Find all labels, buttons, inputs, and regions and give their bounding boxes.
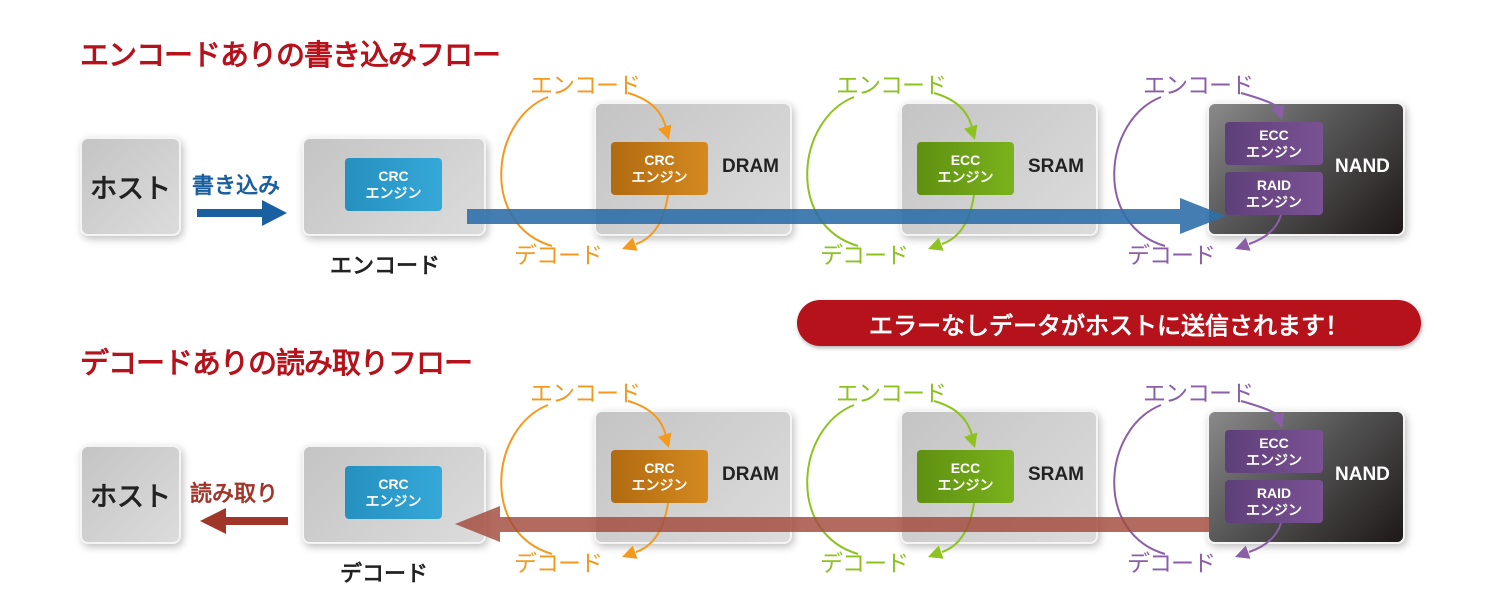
read_flow-sram-decode-arrow xyxy=(941,502,975,553)
engine-label: CRC xyxy=(378,167,409,184)
read_flow-title: デコードありの読み取りフロー xyxy=(80,346,473,380)
read-data-arrow xyxy=(455,506,1210,542)
success-banner: エラーなしデータがホストに送信されます！ xyxy=(797,300,1421,346)
write_flow-dram-encode-arrowhead xyxy=(658,124,672,140)
write_flow-title: エンコードありの書き込みフロー xyxy=(80,38,501,72)
write_flow-sram-encode-arrow xyxy=(933,92,973,129)
write_flow-dram-cycle-arc xyxy=(500,96,553,247)
write_flow-action-label: 書き込み xyxy=(192,174,281,199)
read_flow-dram-encode-label: エンコード xyxy=(530,381,641,407)
write_flow-sram-decode-arrow xyxy=(941,194,975,245)
write_flow-nand-decode-arrow xyxy=(1248,214,1282,245)
write_flow-sram-decode-arrowhead xyxy=(928,237,944,251)
write_flow-sram-label: SRAM xyxy=(1028,156,1084,177)
read_flow-sram-label: SRAM xyxy=(1028,464,1084,485)
write_flow-dram-label: DRAM xyxy=(722,156,779,177)
read_flow-nand-decode-arrow xyxy=(1248,522,1282,553)
engine-label: エンジン xyxy=(937,168,994,185)
read_flow-host-box: ホスト xyxy=(80,445,181,544)
engine-label: エンジン xyxy=(365,184,422,201)
write_flow-nand-encode-label: エンコード xyxy=(1143,73,1254,99)
read_flow-sram-decode-label: デコード xyxy=(820,551,909,577)
write-data-arrow xyxy=(467,198,1226,234)
write_flow-nand-decode-label: デコード xyxy=(1127,243,1216,269)
write_flow-dram-encode-arrow xyxy=(627,92,667,129)
read_flow-dram-decode-arrowhead xyxy=(622,545,638,559)
read_flow-stage-label: デコード xyxy=(340,562,429,587)
write_flow-sram-decode-label: デコード xyxy=(820,243,909,269)
engine-label: エンジン xyxy=(1246,501,1302,518)
write_flow-stage-label: エンコード xyxy=(330,254,441,279)
write_flow-dram-encode-label: エンコード xyxy=(530,73,641,99)
write-host-arrow xyxy=(197,200,287,226)
read_flow-dram-label: DRAM xyxy=(722,464,779,485)
read_flow-dram-decode-label: デコード xyxy=(514,551,603,577)
write_flow-sram-encode-arrowhead xyxy=(964,124,978,140)
read_flow-action-label: 読み取り xyxy=(190,482,279,507)
write_flow-nand-encode-arrowhead xyxy=(1271,104,1285,120)
engine-label: RAID xyxy=(1256,484,1292,501)
read_flow-sram-decode-arrowhead xyxy=(928,545,944,559)
engine-label: エンジン xyxy=(1246,193,1302,210)
read_flow-sram-encode-label: エンコード xyxy=(836,381,947,407)
read_flow-dram-encode-arrow xyxy=(627,400,667,437)
write_flow-nand-cycle-arc xyxy=(1113,96,1166,247)
read_flow-nand-encode-label: エンコード xyxy=(1143,381,1254,407)
engine-label: ECC xyxy=(1259,126,1289,143)
write_flow-dram-decode-arrowhead xyxy=(622,237,638,251)
write_flow-dram-decode-label: デコード xyxy=(514,243,603,269)
write_flow-dram-decode-arrow xyxy=(635,194,669,245)
read_flow-dram-encode-arrowhead xyxy=(658,432,672,448)
read_flow-sram-encode-arrow xyxy=(933,400,973,437)
read_flow-nand-encode-arrowhead xyxy=(1271,412,1285,428)
engine-label: CRC xyxy=(644,459,675,476)
engine-label: ECC xyxy=(950,151,981,168)
write_flow-sram-encode-label: エンコード xyxy=(836,73,947,99)
write_flow-nand-encode-arrow xyxy=(1240,92,1280,109)
engine-label: ECC xyxy=(1259,434,1289,451)
engine-label: エンジン xyxy=(631,168,688,185)
engine-label: エンジン xyxy=(365,492,422,509)
engine-label: エンジン xyxy=(1246,451,1302,468)
read_flow-dram-cycle-arc xyxy=(500,404,553,555)
write_flow-nand-label: NAND xyxy=(1335,156,1390,177)
engine-label: エンジン xyxy=(937,476,994,493)
engine-label: ECC xyxy=(950,459,981,476)
read_flow-dram-decode-arrow xyxy=(635,502,669,553)
read-host-arrow xyxy=(200,508,288,534)
read_flow-nand-encode-arrow xyxy=(1240,400,1280,417)
read_flow-nand-label: NAND xyxy=(1335,464,1390,485)
read_flow-sram-cycle-arc xyxy=(806,404,859,555)
write_flow-nand-decode-arrowhead xyxy=(1235,237,1251,251)
engine-label: CRC xyxy=(378,475,409,492)
engine-label: エンジン xyxy=(631,476,688,493)
engine-label: エンジン xyxy=(1246,143,1302,160)
engine-label: CRC xyxy=(644,151,675,168)
read_flow-nand-decode-arrowhead xyxy=(1235,545,1251,559)
engine-label: RAID xyxy=(1256,176,1292,193)
read_flow-nand-decode-label: デコード xyxy=(1127,551,1216,577)
read_flow-nand-cycle-arc xyxy=(1113,404,1166,555)
write_flow-sram-cycle-arc xyxy=(806,96,859,247)
write_flow-host-box: ホスト xyxy=(80,137,181,236)
read_flow-sram-encode-arrowhead xyxy=(964,432,978,448)
